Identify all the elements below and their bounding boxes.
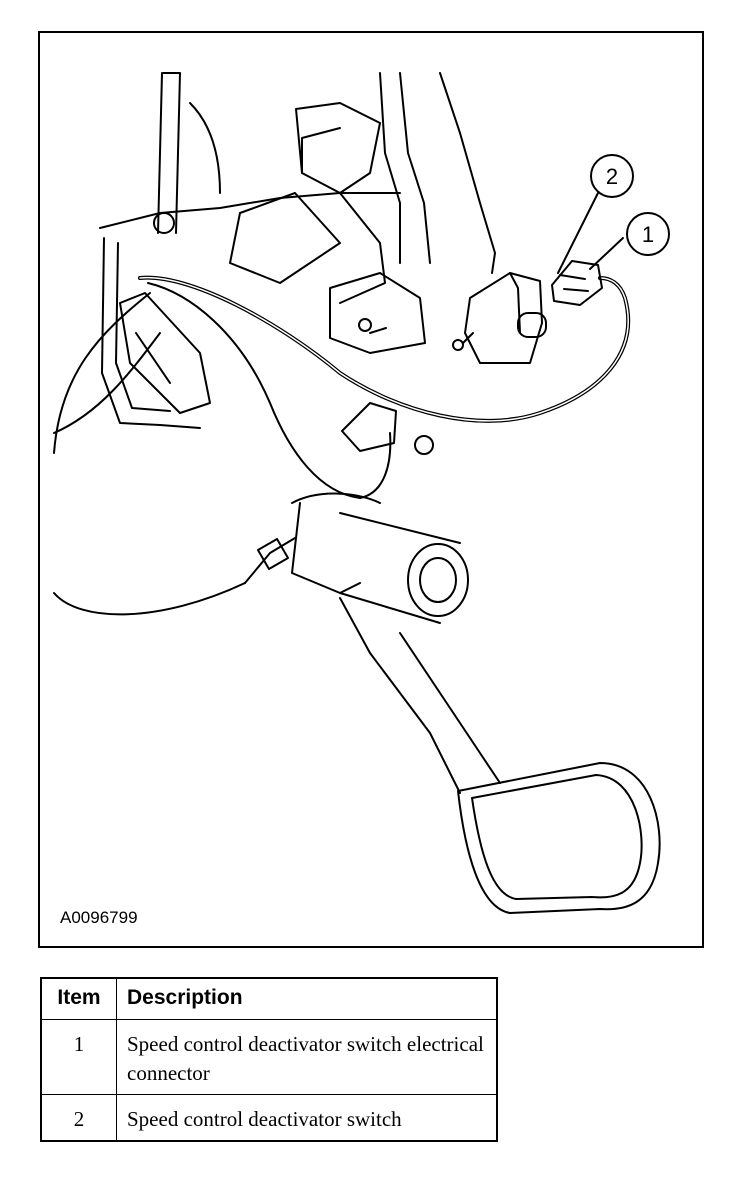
- table-row: 2 Speed control deactivator switch: [40, 1094, 498, 1142]
- callout-2: 2: [590, 154, 634, 198]
- item-description: Speed control deactivator switch: [116, 1094, 498, 1142]
- harness-clip: [119, 292, 211, 414]
- figure-id-label: A0096799: [60, 908, 138, 927]
- pedal-bracket: [99, 72, 496, 429]
- pedal-pivot: [291, 492, 469, 624]
- figure-frame: 2 1 A0096799: [38, 31, 704, 948]
- legend-header-row: Item Description: [40, 977, 498, 1020]
- item-description: Speed control deactivator switch electri…: [116, 1019, 498, 1095]
- legend-table: Item Description 1 Speed control deactiv…: [40, 977, 498, 1142]
- deactivator-switch: [452, 272, 547, 364]
- electrical-connector: [551, 260, 603, 306]
- svg-text:2: 2: [606, 164, 618, 189]
- item-column-header: Item: [40, 977, 117, 1020]
- pedal-pad: [457, 762, 661, 914]
- pedal-arm: [339, 597, 501, 794]
- wiring-harness: [53, 275, 631, 616]
- description-column-header: Description: [116, 977, 498, 1020]
- brake-pedal-illustration: 2 1: [53, 72, 670, 914]
- table-row: 1 Speed control deactivator switch elect…: [40, 1019, 498, 1095]
- callout-1: 1: [626, 212, 670, 256]
- item-number: 2: [40, 1094, 117, 1142]
- callout-2-leader: [557, 192, 599, 274]
- svg-text:1: 1: [642, 222, 654, 247]
- callout-1-leader: [589, 237, 624, 270]
- harness-retainer: [341, 402, 434, 455]
- item-number: 1: [40, 1019, 117, 1095]
